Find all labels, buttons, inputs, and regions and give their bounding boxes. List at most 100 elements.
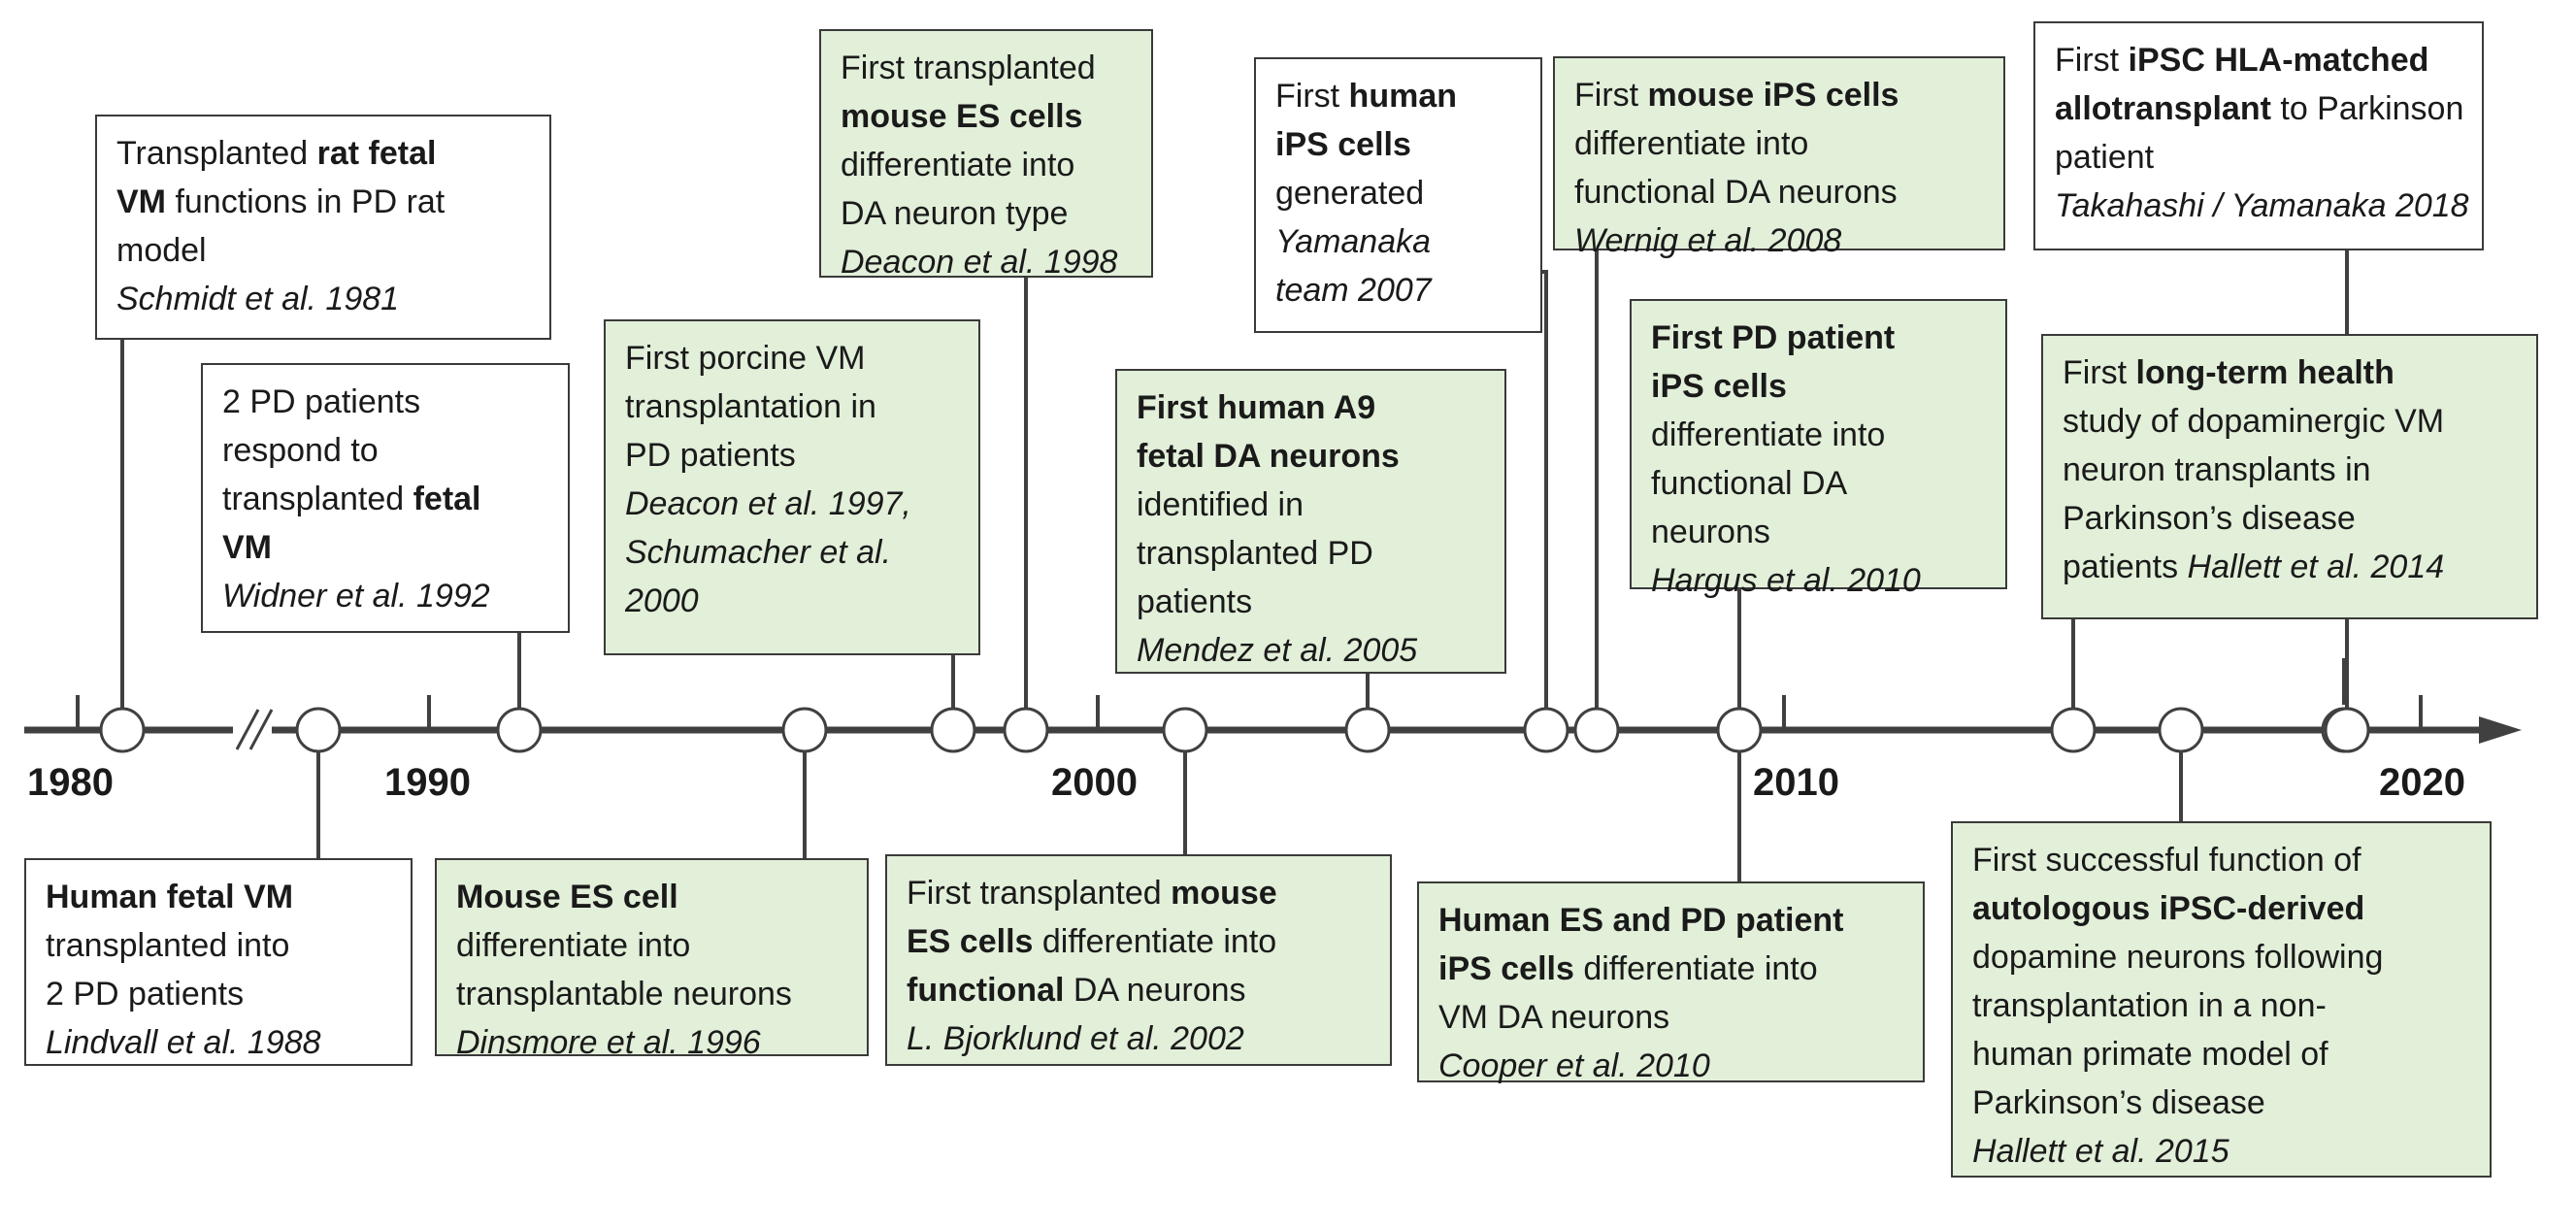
event-marker	[99, 707, 146, 753]
event-text-line: First PD patient	[1651, 314, 1986, 362]
event-text-line: PD patients	[625, 431, 959, 480]
event-marker	[1003, 707, 1049, 753]
event-marker	[496, 707, 543, 753]
event-text: VM	[222, 529, 272, 566]
event-text: human primate model of	[1972, 1036, 2328, 1073]
event-text-line: transplantable neurons	[456, 970, 847, 1018]
event-text: dopamine neurons following	[1972, 939, 2384, 976]
event-marker	[1162, 707, 1208, 753]
event-text: autologous iPSC-derived	[1972, 890, 2365, 927]
event-citation: Hallett et al. 2014	[2187, 548, 2445, 585]
event-text: transplantation in	[625, 388, 876, 425]
year-label-1990: 1990	[384, 761, 471, 804]
event-text: differentiate into	[1033, 923, 1277, 960]
event-text: patients	[1137, 583, 1253, 620]
event-text: Mouse ES cell	[456, 879, 678, 915]
event-text-line: generated	[1275, 169, 1521, 217]
event-text: transplanted PD	[1137, 535, 1373, 572]
event-text: ES cells	[907, 923, 1034, 960]
event-text: VM DA neurons	[1438, 999, 1670, 1036]
event-text-line: Parkinson’s disease	[1972, 1079, 2470, 1127]
event-text: functions in PD rat	[166, 183, 446, 220]
event-text: differentiate into	[1651, 416, 1886, 453]
event-text: transplanted	[222, 481, 413, 517]
event-text: First successful function of	[1972, 842, 2361, 879]
event-text-line: VM functions in PD rat	[116, 178, 530, 226]
event-citation: Takahashi / Yamanaka 2018	[2055, 187, 2469, 224]
event-citation: Cooper et al. 2010	[1438, 1047, 1710, 1084]
event-text: Human fetal VM	[46, 879, 294, 915]
event-box: Human fetal VM transplanted into 2 PD pati…	[24, 858, 413, 1066]
event-box: First successful function of autologous i…	[1951, 821, 2492, 1178]
event-box: 2 PD patients respond to transplanted feta…	[201, 363, 570, 633]
event-text-line: patients Hallett et al. 2014	[2063, 543, 2517, 591]
event-marker	[2158, 707, 2204, 753]
event-citation: Schmidt et al. 1981	[116, 281, 400, 317]
event-text: Parkinson’s disease	[2063, 500, 2356, 537]
event-text-line: transplanted PD	[1137, 529, 1485, 578]
event-text-line: dopamine neurons following	[1972, 933, 2470, 981]
event-text-line: First iPSC HLA-matched	[2055, 36, 2462, 84]
timeline-axis	[24, 695, 2522, 750]
event-marker	[930, 707, 976, 753]
event-text-line: 2 PD patients	[46, 970, 391, 1018]
event-text: First	[2055, 42, 2129, 79]
event-text: patients	[2063, 548, 2188, 585]
event-text: respond to	[222, 432, 379, 469]
event-text-line: 2 PD patients	[222, 378, 548, 426]
event-text: First	[2063, 354, 2136, 391]
event-citation: Hallett et al. 2015	[1972, 1133, 2229, 1170]
event-text-line: functional DA neurons	[907, 966, 1371, 1014]
event-citation: Widner et al. 1992	[222, 578, 490, 614]
event-text: Transplanted	[116, 135, 317, 172]
event-text-line: neuron transplants in	[2063, 446, 2517, 494]
event-marker	[1573, 707, 1620, 753]
event-text: model	[116, 232, 207, 269]
event-text-line: differentiate into	[1651, 411, 1986, 459]
event-text: differentiate into	[1574, 125, 1809, 162]
event-text: human	[1348, 78, 1457, 115]
event-text: 2 PD patients	[222, 383, 421, 420]
event-box: First mouse iPS cells differentiate into f…	[1553, 56, 2005, 259]
event-text-line: human primate model of	[1972, 1030, 2470, 1079]
event-text-line: respond to	[222, 426, 548, 475]
event-text-line: Human ES and PD patient	[1438, 896, 1903, 945]
axis-break-mark	[248, 709, 274, 750]
event-text: DA neurons	[1064, 972, 1246, 1009]
event-text: First transplanted	[907, 875, 1172, 912]
event-citation: Dinsmore et al. 1996	[456, 1024, 761, 1061]
event-marker	[1716, 707, 1763, 753]
event-text-line: transplanted fetal	[222, 475, 548, 523]
event-text-line: functional DA	[1651, 459, 1986, 508]
event-text: patient	[2055, 139, 2155, 176]
event-text-line: neurons	[1651, 508, 1986, 556]
event-text-line: transplantation in	[625, 382, 959, 431]
event-text-line: DA neuron type	[841, 189, 1132, 238]
event-text: fetal DA neurons	[1137, 438, 1400, 475]
event-text-line: Mouse ES cell	[456, 873, 847, 921]
event-text-line: iPS cells	[1275, 120, 1521, 169]
event-text: differentiate into	[841, 147, 1075, 183]
event-text-line: differentiate into	[456, 921, 847, 970]
event-text: differentiate into	[456, 927, 691, 964]
event-text-line: allotransplant to Parkinson	[2055, 84, 2463, 133]
event-text-line: Parkinson’s disease	[2063, 494, 2517, 543]
event-marker	[781, 707, 828, 753]
year-label-1980: 1980	[27, 761, 114, 804]
event-text: study of dopaminergic VM	[2063, 403, 2445, 440]
event-text-line: First mouse iPS cells	[1574, 71, 1984, 119]
event-text: First PD patient	[1651, 319, 1896, 356]
event-text-line: First human	[1275, 72, 1521, 120]
event-text: iPS cells	[1438, 950, 1574, 987]
event-text: functional	[907, 972, 1065, 1009]
event-text: transplanted into	[46, 927, 290, 964]
event-text-line: patient	[2055, 133, 2462, 182]
year-label-2020: 2020	[2379, 761, 2465, 804]
event-text-line: differentiate into	[1574, 119, 1984, 168]
event-text-line: functional DA neurons	[1574, 168, 1984, 216]
